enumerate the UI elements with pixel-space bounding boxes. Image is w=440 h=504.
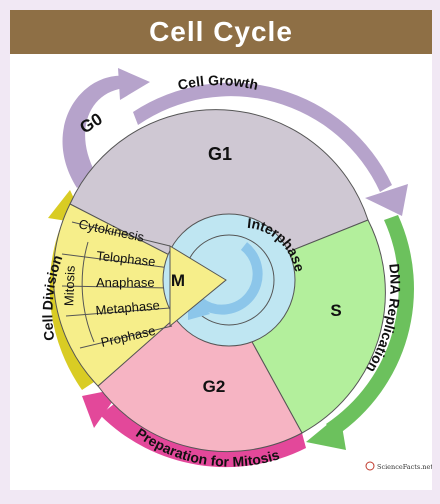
cell-cycle-diagram: G1 S G2 M G0 Cytokinesis Telophase Anaph… xyxy=(39,68,432,471)
m-wedge xyxy=(169,245,227,328)
g1-label: G1 xyxy=(208,144,232,164)
mitosis-divider xyxy=(71,221,171,247)
logo-text: ScienceFacts.net xyxy=(377,463,432,471)
g1-segment xyxy=(69,109,369,281)
title-banner: Cell Cycle xyxy=(10,10,432,54)
preparation-arrow xyxy=(100,404,306,468)
page-title: Cell Cycle xyxy=(149,16,293,47)
m-label: M xyxy=(171,271,185,290)
s-label: S xyxy=(330,301,341,320)
cell-growth-label: Cell Growth xyxy=(176,72,260,93)
diagram-card: Cell Cycle xyxy=(10,10,432,490)
mitosis-divider xyxy=(65,307,171,317)
mitosis-divider xyxy=(61,253,171,269)
cell-growth-arrowhead xyxy=(365,184,408,216)
cell-growth-label-path: Cell Growth xyxy=(176,72,260,93)
g0-loop-arrow xyxy=(62,75,128,188)
telophase-label: Telophase xyxy=(96,248,157,269)
cell-growth-arrow xyxy=(133,82,392,192)
dna-replication-arrowhead xyxy=(306,414,346,450)
g0-arrowhead xyxy=(118,68,150,100)
dna-replication-arrow xyxy=(326,215,414,436)
logo-atom-icon xyxy=(365,461,375,471)
mitosis-divider xyxy=(61,285,171,289)
mitosis-label: Mitosis xyxy=(61,265,77,306)
interphase-cycle-arrow xyxy=(196,242,263,315)
sciencefacts-logo: ScienceFacts.net xyxy=(365,461,432,471)
g2-segment xyxy=(97,279,303,452)
mitosis-column-divider xyxy=(81,241,95,343)
mitosis-segment xyxy=(52,203,219,387)
anaphase-label: Anaphase xyxy=(96,275,155,290)
metaphase-label: Metaphase xyxy=(95,297,160,318)
cycle-wheel xyxy=(52,109,386,452)
g2-label: G2 xyxy=(203,377,226,396)
mitosis-divider xyxy=(79,325,173,349)
